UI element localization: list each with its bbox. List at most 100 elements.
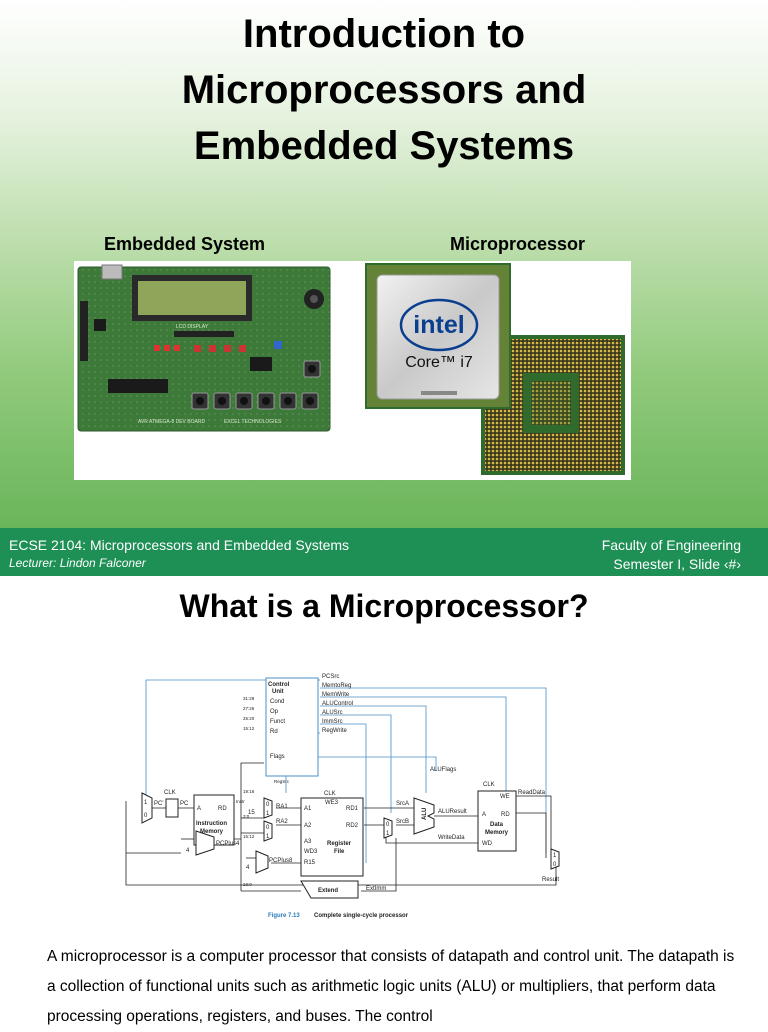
result-mux-1: 1 bbox=[553, 853, 557, 859]
funct-input: Funct bbox=[270, 719, 285, 725]
ra2-mux-0: 0 bbox=[266, 825, 270, 831]
result-mux-0: 0 bbox=[553, 862, 557, 868]
title-line-3: Embedded Systems bbox=[193, 124, 575, 168]
slide-number: Semester I, Slide ‹#› bbox=[613, 556, 741, 572]
pc-mux-0: 0 bbox=[144, 813, 148, 819]
aluresult-label: ALUResult bbox=[438, 809, 467, 815]
wd3-label: WD3 bbox=[304, 849, 318, 855]
slide-footer: ECSE 2104: Microprocessors and Embedded … bbox=[0, 528, 768, 576]
writedata-label: WriteData bbox=[438, 835, 465, 841]
r15-label: R15 bbox=[304, 860, 316, 866]
ra2-label: RA2 bbox=[276, 819, 288, 825]
cond-input: Cond bbox=[270, 699, 284, 705]
bits-23-0: 23:0 bbox=[243, 882, 252, 887]
pcplus4-label: PCPlus4 bbox=[216, 841, 240, 847]
core-i7-text: Core™ i7 bbox=[405, 354, 473, 371]
pc-prime-label: PC' bbox=[154, 801, 163, 807]
fifteen-const: 15 bbox=[248, 810, 255, 816]
ra1-mux-1: 1 bbox=[266, 811, 270, 817]
aluflags-label: ALUFlags bbox=[430, 767, 456, 773]
immsrc-signal: ImmSrc bbox=[322, 719, 343, 725]
srcb-mux-1: 1 bbox=[386, 831, 390, 837]
board-name-label: AVR ATMEGA-8 DEV BOARD bbox=[138, 419, 205, 425]
imem-a-label: A bbox=[197, 806, 201, 812]
lecturer-name: Lecturer: Lindon Falconer bbox=[9, 556, 146, 570]
flags-input: Flags bbox=[270, 754, 285, 760]
body-paragraph: A microprocessor is a computer processor… bbox=[47, 948, 735, 1025]
course-name: ECSE 2104: Microprocessors and Embedded … bbox=[9, 537, 350, 553]
dmem-we-label: WE bbox=[500, 794, 510, 800]
result-label: Result bbox=[542, 877, 559, 883]
rd2-label: RD2 bbox=[346, 823, 359, 829]
dmem-wd-label: WD bbox=[482, 841, 493, 847]
clk-dmem-label: CLK bbox=[483, 782, 495, 788]
bits-31-28: 31:28 bbox=[243, 696, 255, 701]
bits-15-12-a: 15:12 bbox=[243, 726, 255, 731]
rd1-label: RD1 bbox=[346, 806, 359, 812]
bits-3-0: 3:0 bbox=[243, 814, 250, 819]
ra2-mux-1: 1 bbox=[266, 834, 270, 840]
dmem-a-label: A bbox=[482, 812, 486, 818]
extimm-label: ExtImm bbox=[366, 886, 386, 892]
content-slide: What is a Microprocessor? Control Unit C… bbox=[0, 576, 768, 1025]
pcsrc-signal: PCSrc bbox=[322, 674, 339, 680]
control-unit-label-1: Control bbox=[268, 682, 290, 688]
ra1-label: RA1 bbox=[276, 804, 288, 810]
pc-label: PC bbox=[180, 801, 189, 807]
memtoreg-signal: MemtoReg bbox=[322, 683, 351, 689]
a2-label: A2 bbox=[304, 823, 312, 829]
clk-rf-label: CLK bbox=[324, 791, 336, 797]
a3-label: A3 bbox=[304, 839, 312, 845]
regfile-label-1: Register bbox=[327, 841, 352, 847]
readdata-label: ReadData bbox=[518, 790, 546, 796]
four-const-1: 4 bbox=[186, 848, 190, 854]
dmem-rd-label: RD bbox=[501, 812, 510, 818]
regfile-label-2: File bbox=[334, 849, 345, 855]
alucontrol-signal: ALUControl bbox=[322, 701, 353, 707]
embedded-board-image: LCD DISPLAY bbox=[74, 261, 335, 480]
instr-label: Instr bbox=[236, 799, 245, 804]
pc-mux-1: 1 bbox=[144, 800, 148, 806]
regsrc-label: RegSrc bbox=[274, 779, 290, 784]
pcplus8-label: PCPlus8 bbox=[269, 858, 293, 864]
intel-logo-text: intel bbox=[413, 311, 464, 339]
bits-19-16: 19:16 bbox=[243, 789, 255, 794]
we3-label: WE3 bbox=[325, 800, 339, 806]
embedded-system-label: Embedded System bbox=[104, 234, 266, 254]
cpu-image: intel Core™ i7 bbox=[335, 261, 631, 480]
bits-15-12-b: 15:12 bbox=[243, 834, 255, 839]
title-line-2: Microprocessors and bbox=[181, 68, 587, 112]
regwrite-signal: RegWrite bbox=[322, 728, 348, 734]
board-maker-label: EXCEL TECHNOLOGIES bbox=[224, 419, 282, 425]
lcd-label: LCD DISPLAY bbox=[176, 324, 209, 330]
title-line-1: Introduction to bbox=[242, 12, 526, 56]
alusrc-signal: ALUSrc bbox=[322, 710, 343, 716]
rd-input: Rd bbox=[270, 729, 278, 735]
figure-number: Figure 7.13 bbox=[268, 913, 300, 919]
extend-label: Extend bbox=[318, 888, 338, 894]
srca-label: SrcA bbox=[396, 801, 409, 807]
microprocessor-label: Microprocessor bbox=[450, 234, 586, 254]
faculty-name: Faculty of Engineering bbox=[601, 537, 741, 553]
a1-label: A1 bbox=[304, 806, 312, 812]
four-const-2: 4 bbox=[246, 865, 250, 871]
slide-2-title: What is a Microprocessor? bbox=[179, 588, 589, 624]
imem-label-2: Memory bbox=[200, 829, 224, 835]
figure-caption: Complete single-cycle processor bbox=[314, 913, 409, 919]
srcb-mux-0: 0 bbox=[386, 822, 390, 828]
single-cycle-processor-diagram: Control Unit Cond Op Funct Rd Flags PCSr… bbox=[96, 653, 618, 930]
clk-pc-label: CLK bbox=[164, 790, 176, 796]
memwrite-signal: MemWrite bbox=[322, 692, 350, 698]
alu-label: ALU bbox=[422, 808, 428, 820]
op-input: Op bbox=[270, 709, 279, 715]
srcb-label: SrcB bbox=[396, 819, 409, 825]
bits-27-26: 27:26 bbox=[243, 706, 255, 711]
control-unit-label-2: Unit bbox=[272, 689, 284, 695]
dmem-label-2: Memory bbox=[485, 830, 509, 836]
slide-title: Introduction to Microprocessors and Embe… bbox=[0, 6, 768, 174]
imem-rd-label: RD bbox=[218, 806, 227, 812]
ra1-mux-0: 0 bbox=[266, 802, 270, 808]
title-slide: Introduction to Microprocessors and Embe… bbox=[0, 0, 768, 528]
dmem-label-1: Data bbox=[490, 822, 504, 828]
bits-25-20: 25:20 bbox=[243, 716, 255, 721]
